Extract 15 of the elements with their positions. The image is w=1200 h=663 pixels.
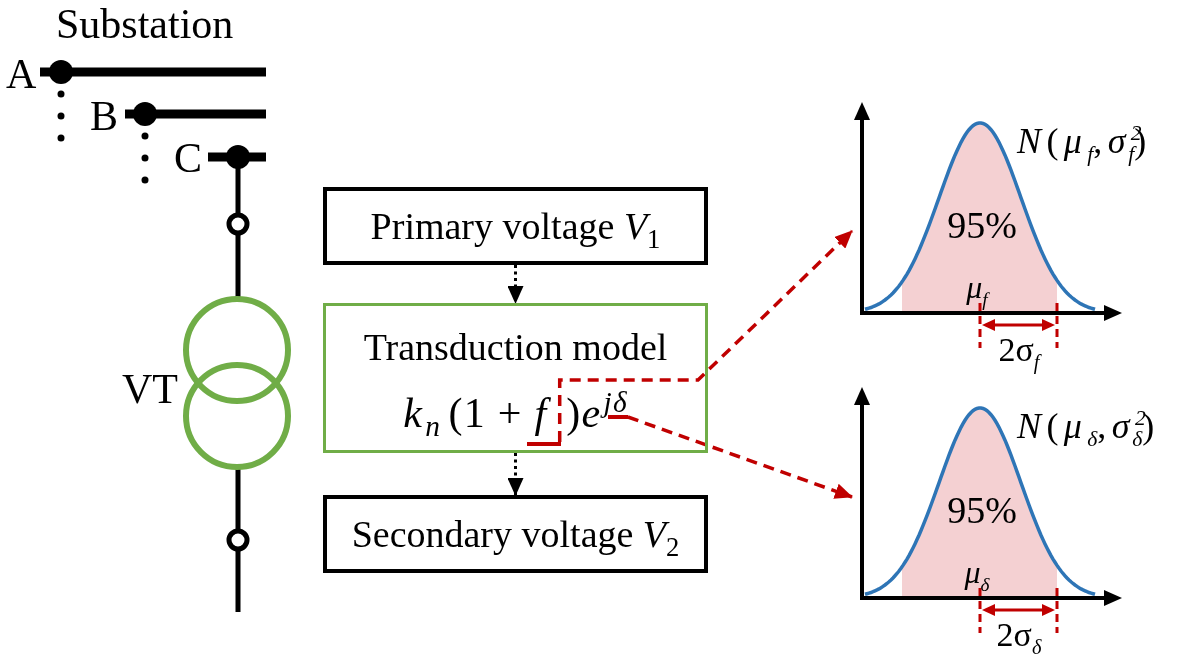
bus-label: A [6, 53, 37, 95]
dashed-arrow [627, 415, 853, 499]
dashed-arrow [557, 229, 854, 442]
box-label: Transduction model [363, 325, 668, 369]
formula: k$_{n}$(1 + f)e$^{jδ}$ [403, 388, 628, 438]
underline-mark [607, 415, 628, 419]
box-label: Secondary voltage V$_{2}$ [351, 512, 680, 556]
underline-mark [527, 442, 562, 446]
substation-label: Substation [56, 3, 234, 45]
dotted-arrow [507, 453, 524, 496]
dotted-arrow [507, 265, 524, 304]
process-box [323, 303, 708, 453]
box-label: Primary voltage V$_{1}$ [370, 204, 661, 248]
process-box [323, 187, 708, 265]
process-box [323, 495, 708, 573]
